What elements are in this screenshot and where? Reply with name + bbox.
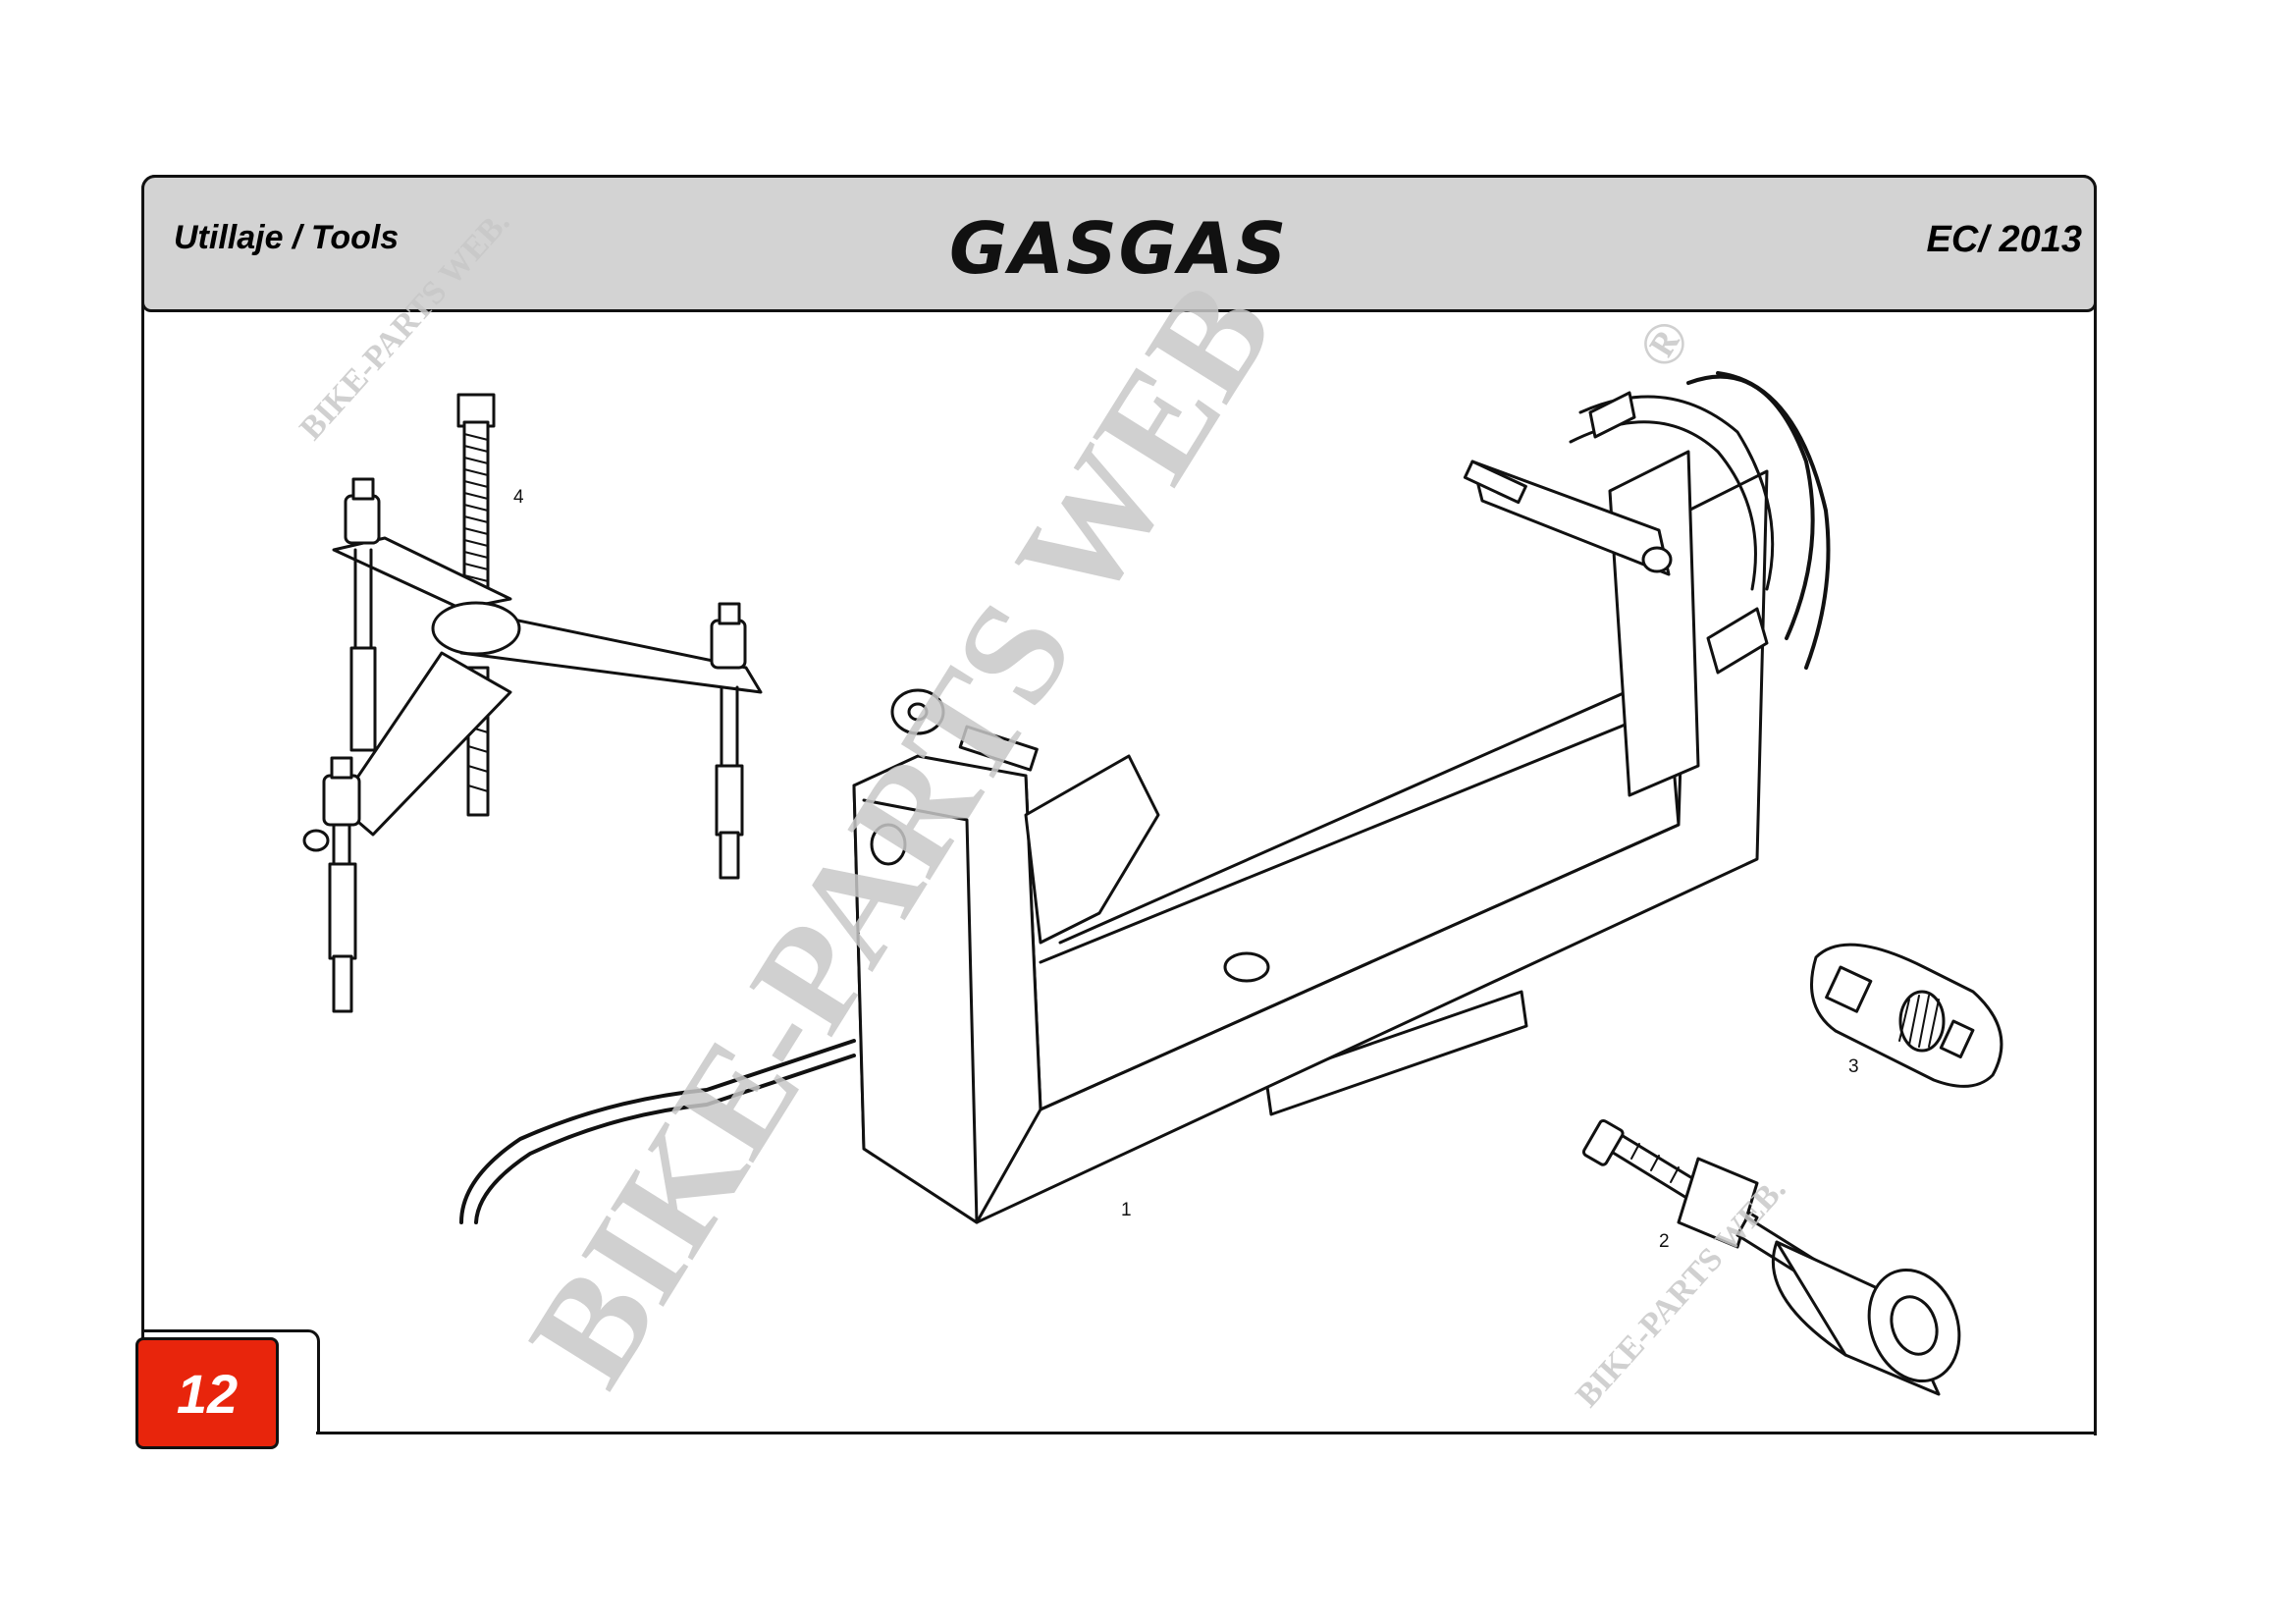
watermark-main: BIKE-PARTS WEB	[498, 255, 1305, 1412]
page-number-badge: 12	[135, 1337, 279, 1449]
part-2-extractor	[1581, 1118, 1961, 1396]
page-header: Utillaje / Tools GASGAS EC/ 2013	[141, 175, 2097, 312]
page-tab-outline	[141, 1329, 320, 1434]
part-3-connector	[1810, 943, 2003, 1088]
brand-logo: GASGAS	[949, 207, 1289, 290]
callout-3: 3	[1848, 1056, 1859, 1077]
section-title: Utillaje / Tools	[174, 219, 400, 256]
model-year: EC/ 2013	[1926, 219, 2082, 260]
watermark-registered: ®	[1625, 308, 1703, 380]
watermark-small-bottom: BIKE-PARTS WEB.	[1569, 1171, 1792, 1415]
callout-2: 2	[1659, 1231, 1670, 1252]
callout-4: 4	[513, 487, 524, 508]
part-4-puller	[302, 393, 763, 1013]
callout-1: 1	[1121, 1200, 1132, 1220]
part-1-fixture	[459, 371, 1831, 1224]
frame-bottom-line	[316, 1432, 2097, 1434]
